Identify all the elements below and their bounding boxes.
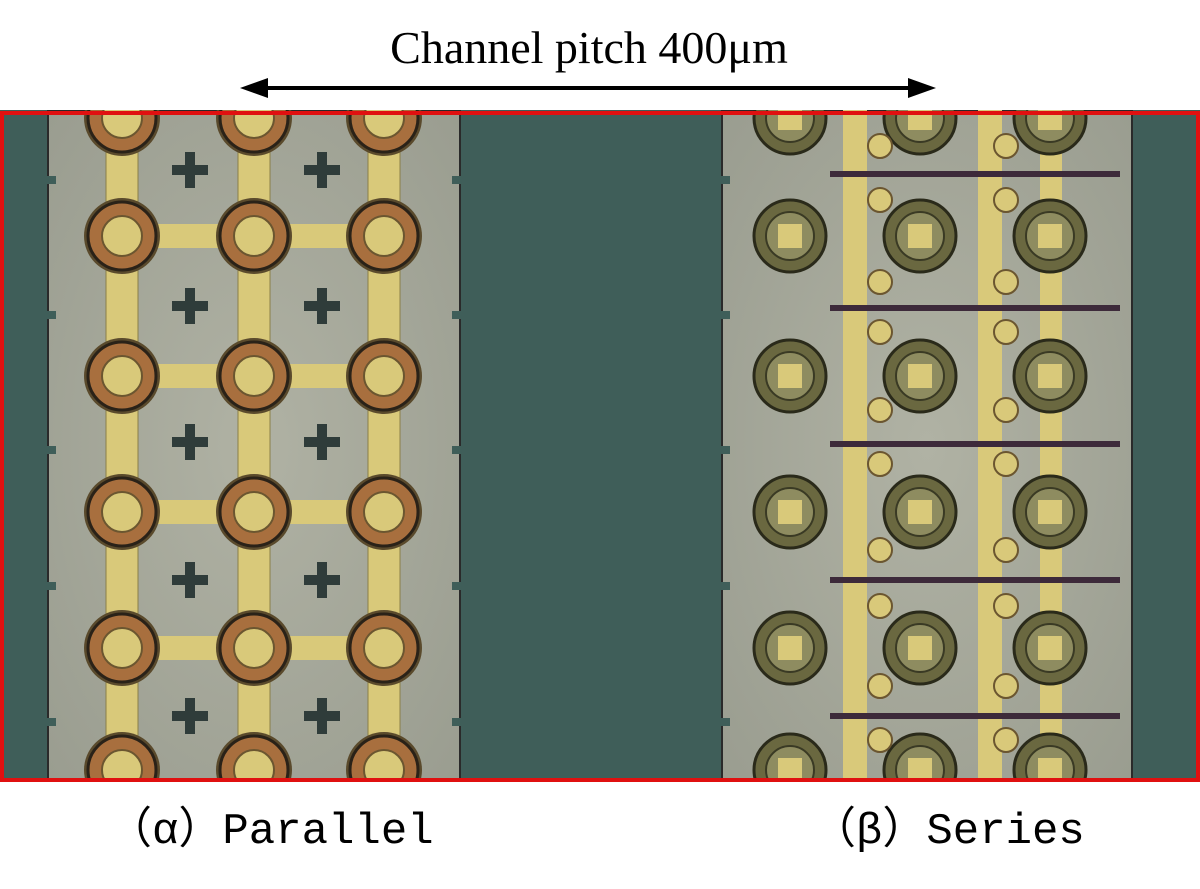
series-channel	[714, 110, 1133, 782]
pad	[84, 338, 160, 414]
small-pad	[993, 537, 1019, 563]
small-pad	[993, 397, 1019, 423]
cross-mark-icon	[172, 288, 208, 324]
pad	[346, 474, 422, 550]
pad	[1012, 110, 1088, 156]
edge-notch	[714, 718, 730, 726]
edge-notch	[714, 446, 730, 454]
small-pad	[867, 451, 893, 477]
pad	[216, 732, 292, 782]
pad	[346, 110, 422, 156]
pad	[84, 110, 160, 156]
pad	[882, 198, 958, 274]
edge-notch	[40, 718, 56, 726]
separator-line	[830, 713, 1120, 719]
double-headed-arrow-icon	[240, 78, 936, 98]
cross-mark-icon	[172, 424, 208, 460]
pad	[216, 610, 292, 686]
pad	[752, 732, 828, 782]
small-pad	[867, 537, 893, 563]
pad	[882, 732, 958, 782]
small-pad	[993, 319, 1019, 345]
pad	[216, 110, 292, 156]
small-pad	[867, 319, 893, 345]
edge-notch	[714, 582, 730, 590]
pad	[346, 338, 422, 414]
pitch-title: Channel pitch 400μm	[390, 22, 788, 73]
pad	[84, 198, 160, 274]
micrograph	[0, 110, 1200, 782]
parallel-channel	[40, 110, 468, 782]
separator-line	[830, 577, 1120, 583]
small-pad	[867, 269, 893, 295]
pad	[882, 338, 958, 414]
cross-mark-icon	[172, 562, 208, 598]
edge-notch	[714, 176, 730, 184]
cross-mark-icon	[304, 424, 340, 460]
pad	[1012, 338, 1088, 414]
small-pad	[867, 397, 893, 423]
separator-line	[830, 305, 1120, 311]
pad	[216, 198, 292, 274]
pad	[1012, 610, 1088, 686]
pad	[346, 732, 422, 782]
pad	[346, 610, 422, 686]
cross-mark-icon	[304, 288, 340, 324]
pad	[1012, 732, 1088, 782]
edge-notch	[714, 311, 730, 319]
small-pad	[867, 593, 893, 619]
small-pad	[993, 133, 1019, 159]
pad	[752, 110, 828, 156]
pad	[752, 198, 828, 274]
edge-notch	[452, 446, 468, 454]
pad	[1012, 474, 1088, 550]
small-pad	[867, 187, 893, 213]
pad	[752, 610, 828, 686]
small-pad	[993, 187, 1019, 213]
cross-mark-icon	[304, 562, 340, 598]
pad	[216, 338, 292, 414]
pad	[346, 198, 422, 274]
small-pad	[993, 593, 1019, 619]
small-pad	[867, 133, 893, 159]
cross-mark-icon	[172, 152, 208, 188]
cross-mark-icon	[304, 152, 340, 188]
highlight-frame	[0, 111, 1200, 782]
edge-notch	[452, 176, 468, 184]
small-pad	[993, 673, 1019, 699]
cross-mark-icon	[304, 698, 340, 734]
caption-series: （β）Series	[812, 807, 1085, 857]
separator-line	[830, 171, 1120, 177]
pad	[752, 474, 828, 550]
edge-notch	[452, 718, 468, 726]
pad	[882, 610, 958, 686]
pad	[882, 110, 958, 156]
pad	[84, 732, 160, 782]
edge-notch	[40, 311, 56, 319]
pad	[216, 474, 292, 550]
edge-notch	[452, 311, 468, 319]
small-pad	[993, 269, 1019, 295]
pad	[1012, 198, 1088, 274]
separator-line	[830, 441, 1120, 447]
edge-notch	[40, 582, 56, 590]
edge-notch	[40, 176, 56, 184]
caption-parallel: （α）Parallel	[108, 807, 434, 857]
cross-mark-icon	[172, 698, 208, 734]
pad	[882, 474, 958, 550]
small-pad	[993, 727, 1019, 753]
edge-notch	[452, 582, 468, 590]
edge-notch	[40, 446, 56, 454]
pad	[84, 610, 160, 686]
small-pad	[867, 673, 893, 699]
pad	[84, 474, 160, 550]
small-pad	[867, 727, 893, 753]
pad	[752, 338, 828, 414]
small-pad	[993, 451, 1019, 477]
